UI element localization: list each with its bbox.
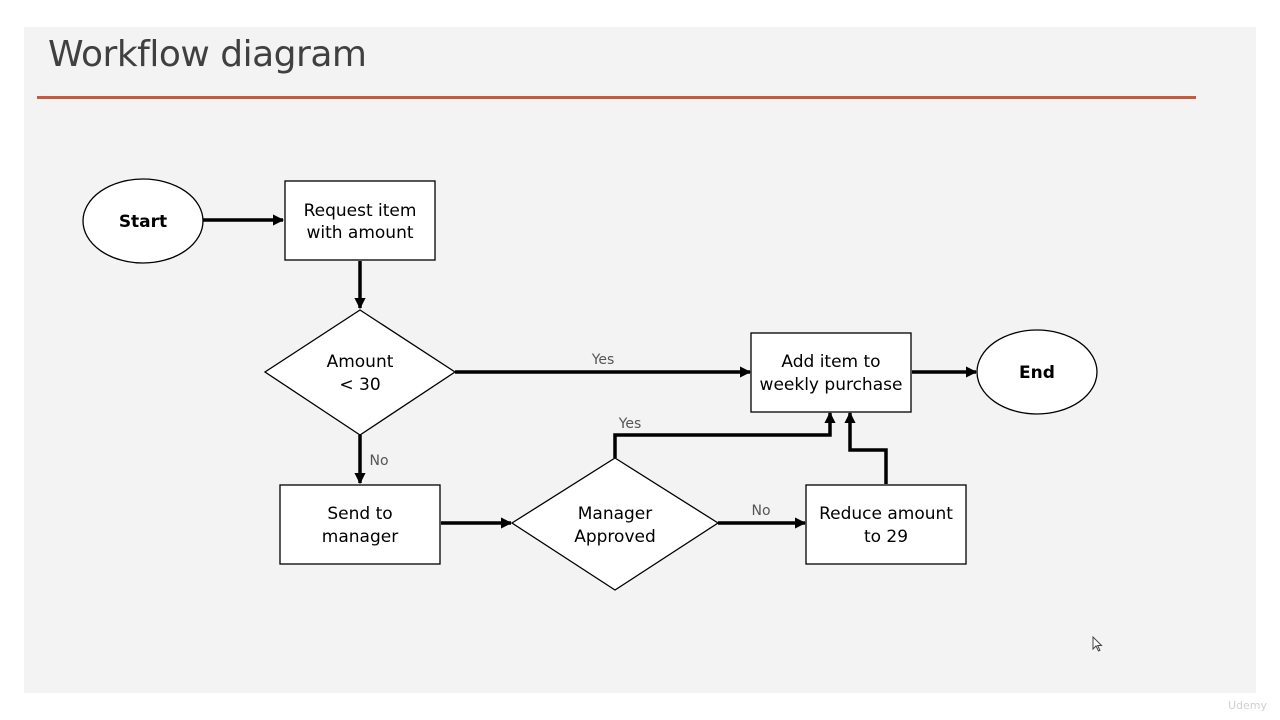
reduce-amount-node: Reduce amount to 29 [805, 484, 967, 565]
title-divider [37, 96, 1196, 99]
start-ellipse [82, 178, 204, 264]
add-item-node: Add item to weekly purchase [750, 332, 912, 413]
reduce-amount-box [805, 484, 967, 565]
manager-approved-diamond [510, 457, 720, 591]
manager-approved-label-line-1: Manager [578, 504, 653, 524]
reduce-amount-label-line-2: to 29 [864, 527, 908, 547]
request-item-label-line-2: with amount [306, 223, 413, 243]
add-item-label-line-2: weekly purchase [760, 375, 903, 395]
edge-label-yes: Yes [591, 352, 615, 368]
start-label: Start [119, 212, 167, 232]
reduce-amount-label-line-1: Reduce amount [819, 504, 953, 524]
request-item-node: Request item with amount [284, 180, 436, 261]
end-ellipse [976, 329, 1098, 415]
end-label: End [1019, 363, 1055, 383]
start-node: Start [82, 178, 204, 264]
edges [203, 214, 978, 529]
edge-label-no: No [369, 453, 388, 469]
end-node: End [976, 329, 1098, 415]
edge-label-no: No [751, 503, 770, 519]
watermark-logo: Udemy [1228, 699, 1268, 712]
manager-approved-label-line-2: Approved [574, 527, 656, 547]
amount-check-label-line-1: Amount [327, 352, 394, 372]
add-item-label-line-1: Add item to [781, 352, 880, 372]
edge-reduce-to-add-item [844, 411, 888, 484]
send-to-manager-label-line-2: manager [322, 527, 398, 547]
request-item-box [284, 180, 436, 261]
send-to-manager-box [279, 484, 441, 565]
amount-check-diamond [263, 309, 457, 436]
mouse-cursor-icon [1092, 636, 1103, 652]
manager-approved-node: Manager Approved [510, 457, 720, 591]
send-to-manager-label-line-1: Send to [327, 504, 392, 524]
edge-label-yes: Yes [618, 416, 642, 432]
send-to-manager-node: Send to manager [279, 484, 441, 565]
page-title: Workflow diagram [48, 34, 367, 75]
request-item-label-line-1: Request item [304, 201, 417, 221]
amount-check-label-line-2: < 30 [339, 375, 380, 395]
amount-check-node: Amount < 30 [263, 309, 457, 436]
edge-manager-approved-yes [613, 411, 836, 458]
add-item-box [750, 332, 912, 413]
